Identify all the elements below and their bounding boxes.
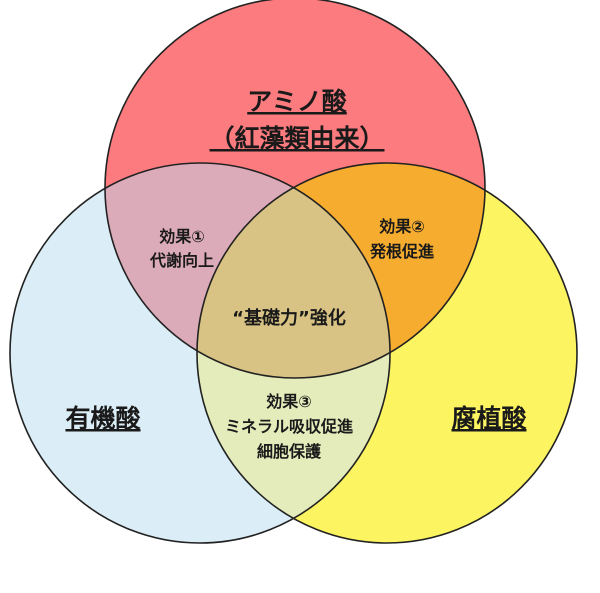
top-subtitle: （紅藻類由来） xyxy=(209,124,384,153)
left-right-line3: 細胞保護 xyxy=(257,442,322,461)
top-left-line2: 代謝向上 xyxy=(149,251,214,270)
center-label: “基礎力”強化 xyxy=(232,307,346,329)
right-title: 腐植酸 xyxy=(451,404,527,433)
top-left-line1: 効果① xyxy=(159,227,205,246)
circle-left-outline xyxy=(9,162,391,544)
circle-right-outline xyxy=(196,162,578,544)
top-title: アミノ酸 xyxy=(247,87,348,116)
left-right-line2: ミネラル吸収促進 xyxy=(225,417,353,436)
top-right-line2: 発根促進 xyxy=(369,242,434,261)
left-title: 有機酸 xyxy=(65,404,141,433)
overlap-center-fill xyxy=(197,163,390,378)
top-right-line1: 効果② xyxy=(379,217,425,236)
left-right-line1: 効果③ xyxy=(266,392,312,411)
